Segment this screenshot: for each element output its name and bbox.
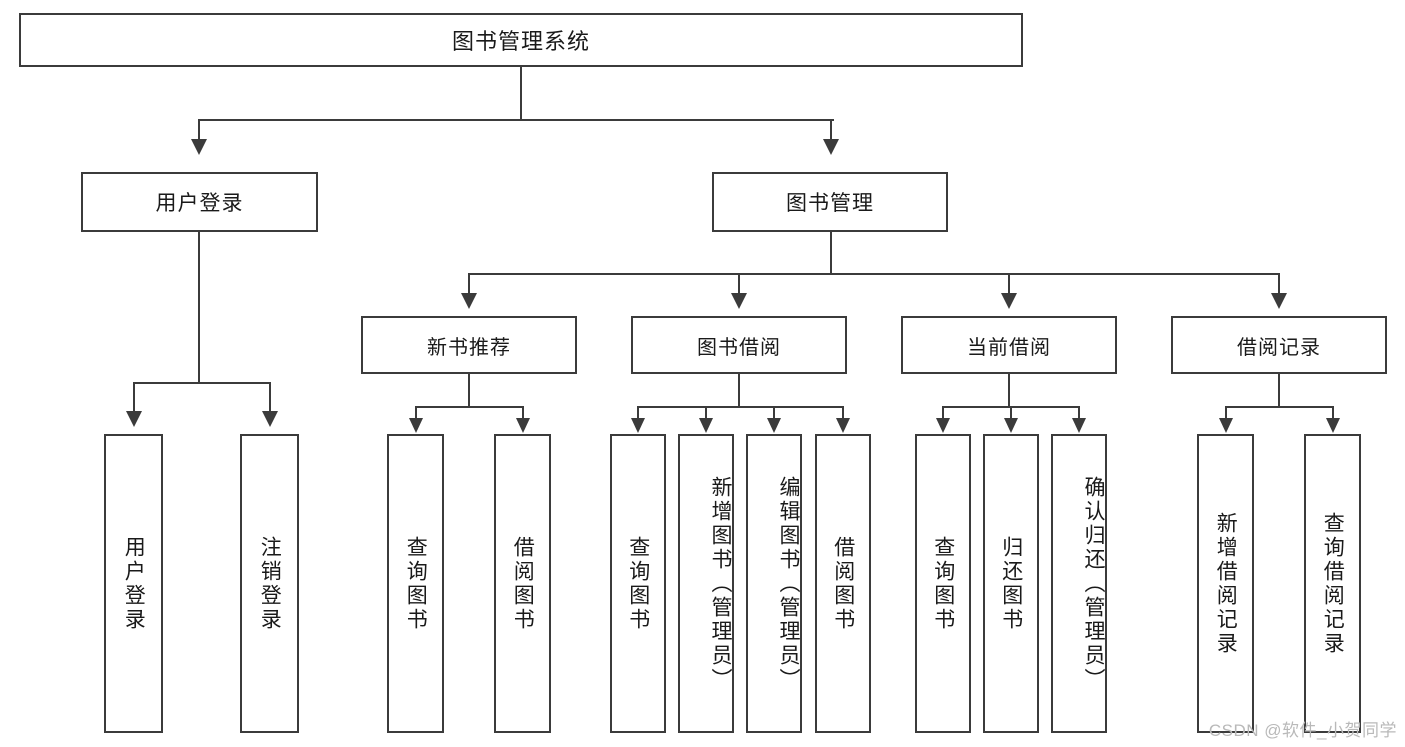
- arrow-root-to-userlogin: [191, 139, 207, 155]
- connector-root-to-bookmgmt: [830, 119, 832, 141]
- leaf-user-login-0-label: 用户登录: [122, 535, 146, 632]
- connector-newbook-to-leaf-1: [522, 406, 524, 420]
- arrow-borrowrecord-to-leaf-0: [1219, 418, 1233, 433]
- node-user-login-label: 用户登录: [155, 192, 244, 215]
- leaf-new-book-recommend-0[interactable]: 查询图书: [387, 434, 444, 733]
- connector-bookmgmt-bus: [468, 273, 1280, 275]
- leaf-book-borrow-1-label: 新增图书（管理员）: [709, 475, 732, 692]
- leaf-user-login-1[interactable]: 注销登录: [240, 434, 299, 733]
- connector-root-stem: [520, 67, 522, 120]
- connector-currentborrow-to-leaf-0: [942, 406, 944, 420]
- node-book-borrow-label: 图书借阅: [697, 336, 781, 359]
- connector-borrowrecord-to-leaf-1: [1332, 406, 1334, 420]
- connector-root-to-userlogin: [198, 119, 200, 141]
- arrow-currentborrow-to-leaf-2: [1072, 418, 1086, 433]
- leaf-current-borrow-0[interactable]: 查询图书: [915, 434, 971, 733]
- connector-newbook-bus: [415, 406, 524, 408]
- leaf-book-borrow-3[interactable]: 借阅图书: [815, 434, 871, 733]
- leaf-book-borrow-2[interactable]: 编辑图书（管理员）: [746, 434, 802, 733]
- connector-borrowrecord-bus: [1225, 406, 1334, 408]
- node-book-management-label: 图书管理: [786, 192, 874, 215]
- arrow-currentborrow-to-leaf-1: [1004, 418, 1018, 433]
- connector-currentborrow-to-leaf-1: [1010, 406, 1012, 420]
- arrow-newbook-to-leaf-0: [409, 418, 423, 433]
- connector-bookborrow-bus: [637, 406, 844, 408]
- leaf-borrow-record-0-label: 新增借阅记录: [1214, 511, 1238, 656]
- leaf-book-borrow-0-label: 查询图书: [626, 535, 650, 632]
- arrow-userlogin-to-leaf-1: [262, 411, 278, 427]
- arrow-borrowrecord-to-leaf-1: [1326, 418, 1340, 433]
- node-root-system[interactable]: 图书管理系统: [19, 13, 1023, 67]
- leaf-new-book-recommend-0-label: 查询图书: [404, 535, 428, 632]
- connector-newbook-to-leaf-0: [415, 406, 417, 420]
- connector-bookmgmt-to-l2-1: [738, 273, 740, 295]
- node-book-management[interactable]: 图书管理: [712, 172, 948, 232]
- connector-bookmgmt-to-l2-0: [468, 273, 470, 295]
- node-root-system-label: 图书管理系统: [451, 29, 590, 54]
- arrow-bookmgmt-to-l2-0: [461, 293, 477, 309]
- connector-borrowrecord-stem: [1278, 374, 1280, 407]
- leaf-current-borrow-1[interactable]: 归还图书: [983, 434, 1039, 733]
- node-current-borrow[interactable]: 当前借阅: [901, 316, 1117, 374]
- node-current-borrow-label: 当前借阅: [967, 336, 1051, 359]
- leaf-book-borrow-3-label: 借阅图书: [831, 535, 855, 632]
- connector-bookmgmt-to-l2-2: [1008, 273, 1010, 295]
- leaf-user-login-1-label: 注销登录: [258, 535, 282, 632]
- node-borrow-record-label: 借阅记录: [1237, 336, 1321, 359]
- connector-currentborrow-to-leaf-2: [1078, 406, 1080, 420]
- leaf-borrow-record-1[interactable]: 查询借阅记录: [1304, 434, 1361, 733]
- arrow-bookmgmt-to-l2-1: [731, 293, 747, 309]
- node-borrow-record[interactable]: 借阅记录: [1171, 316, 1387, 374]
- node-user-login[interactable]: 用户登录: [81, 172, 318, 232]
- arrow-bookborrow-to-leaf-3: [836, 418, 850, 433]
- leaf-user-login-0[interactable]: 用户登录: [104, 434, 163, 733]
- connector-bookborrow-to-leaf-2: [773, 406, 775, 420]
- connector-bookborrow-stem: [738, 374, 740, 407]
- connector-newbook-stem: [468, 374, 470, 407]
- node-book-borrow[interactable]: 图书借阅: [631, 316, 847, 374]
- leaf-new-book-recommend-1-label: 借阅图书: [511, 535, 535, 632]
- connector-bookmgmt-to-l2-3: [1278, 273, 1280, 295]
- connector-bookborrow-to-leaf-3: [842, 406, 844, 420]
- arrow-currentborrow-to-leaf-0: [936, 418, 950, 433]
- arrow-bookmgmt-to-l2-2: [1001, 293, 1017, 309]
- leaf-new-book-recommend-1[interactable]: 借阅图书: [494, 434, 551, 733]
- arrow-bookmgmt-to-l2-3: [1271, 293, 1287, 309]
- leaf-borrow-record-0[interactable]: 新增借阅记录: [1197, 434, 1254, 733]
- connector-userlogin-to-leaf-1: [269, 382, 271, 413]
- connector-borrowrecord-to-leaf-0: [1225, 406, 1227, 420]
- node-new-book-recommend[interactable]: 新书推荐: [361, 316, 577, 374]
- connector-currentborrow-stem: [1008, 374, 1010, 407]
- connector-bookmgmt-stem: [830, 232, 832, 274]
- arrow-root-to-bookmgmt: [823, 139, 839, 155]
- node-new-book-recommend-label: 新书推荐: [427, 336, 511, 359]
- leaf-current-borrow-1-label: 归还图书: [999, 535, 1023, 632]
- connector-bookborrow-to-leaf-1: [705, 406, 707, 420]
- connector-userlogin-to-leaf-0: [133, 382, 135, 413]
- leaf-borrow-record-1-label: 查询借阅记录: [1321, 511, 1345, 656]
- arrow-newbook-to-leaf-1: [516, 418, 530, 433]
- leaf-book-borrow-1[interactable]: 新增图书（管理员）: [678, 434, 734, 733]
- connector-root-bus: [198, 119, 834, 121]
- arrow-bookborrow-to-leaf-1: [699, 418, 713, 433]
- connector-userlogin-stem: [198, 232, 200, 383]
- arrow-bookborrow-to-leaf-2: [767, 418, 781, 433]
- connector-bookborrow-to-leaf-0: [637, 406, 639, 420]
- arrow-bookborrow-to-leaf-0: [631, 418, 645, 433]
- arrow-userlogin-to-leaf-0: [126, 411, 142, 427]
- leaf-current-borrow-2-label: 确认归还（管理员）: [1082, 475, 1105, 692]
- connector-userlogin-bus: [133, 382, 269, 384]
- leaf-current-borrow-2[interactable]: 确认归还（管理员）: [1051, 434, 1107, 733]
- leaf-book-borrow-0[interactable]: 查询图书: [610, 434, 666, 733]
- leaf-book-borrow-2-label: 编辑图书（管理员）: [777, 475, 800, 692]
- leaf-current-borrow-0-label: 查询图书: [931, 535, 955, 632]
